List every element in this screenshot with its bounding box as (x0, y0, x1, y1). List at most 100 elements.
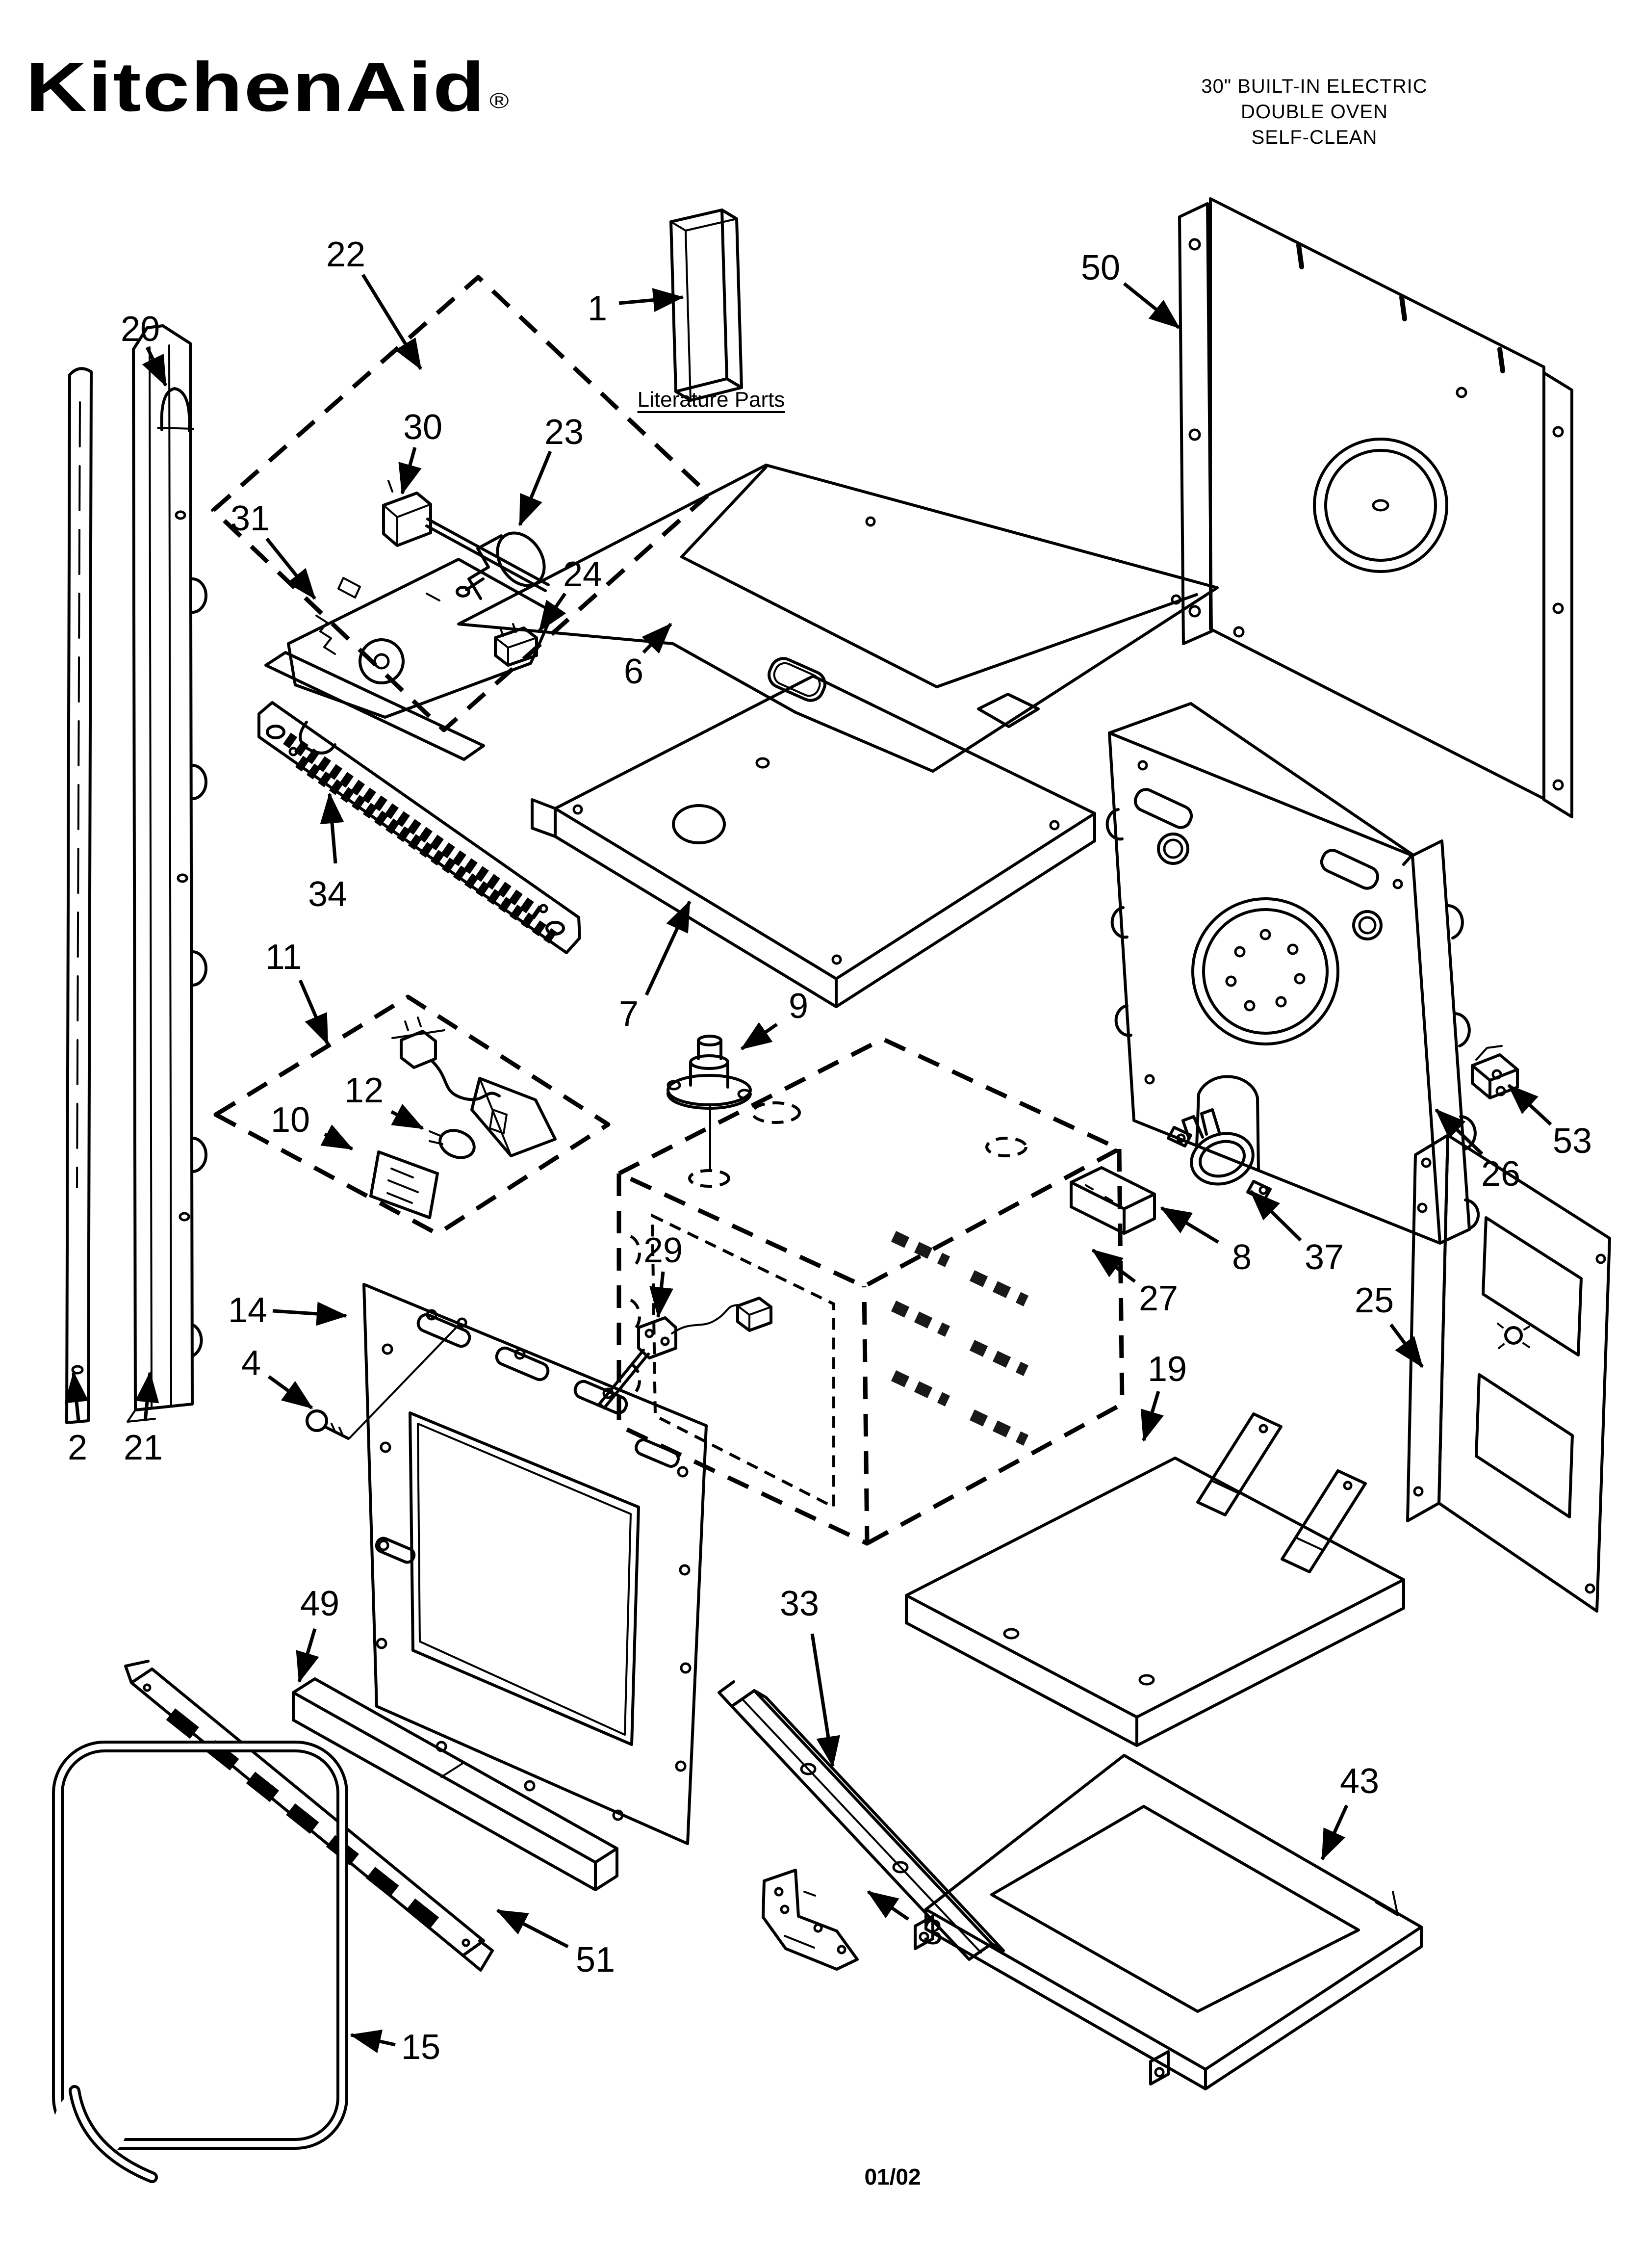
callout-37: 37 (1305, 1238, 1344, 1277)
callout-arrow-9 (740, 1022, 778, 1050)
callout-arrow-11 (298, 979, 330, 1045)
callout-14: 14 (228, 1291, 267, 1330)
model-title-line-2: DOUBLE OVEN (1241, 101, 1388, 123)
part-31-latch-base (264, 558, 555, 761)
callout-2: 2 (68, 1428, 87, 1467)
callout-arrow-25 (1389, 1323, 1424, 1368)
callout-arrow-34 (320, 792, 344, 864)
part-4-screw (306, 1317, 467, 1440)
callout-arrow-7 (644, 900, 692, 996)
callout-arrow-15 (350, 2030, 396, 2053)
callout-arrow-53 (1507, 1084, 1552, 1126)
callout-arrow-31 (265, 537, 316, 600)
callout-23: 23 (544, 413, 584, 452)
part-14-front-frame (362, 1283, 708, 1845)
callout-26: 26 (1481, 1154, 1520, 1194)
callout-arrow-20 (142, 346, 168, 387)
callout-24: 24 (563, 555, 602, 594)
callout-34: 34 (308, 875, 347, 914)
light-socket-and-wire (391, 1017, 557, 1157)
callout-31: 31 (231, 499, 270, 538)
callout-43: 43 (1340, 1762, 1379, 1801)
part-3-hinge-bracket (762, 1869, 859, 1971)
callout-29: 29 (643, 1231, 683, 1270)
callout-arrow-29 (649, 1271, 673, 1318)
registered-trademark-icon: ® (489, 89, 511, 113)
callout-arrow-37 (1249, 1190, 1302, 1242)
callout-49: 49 (300, 1584, 339, 1623)
part-25-side-access-panel (1406, 1134, 1611, 1613)
literature-parts-label: Literature Parts (637, 388, 785, 412)
callout-arrow-24 (538, 593, 566, 632)
callout-arrow-50 (1123, 282, 1180, 329)
callout-19: 19 (1148, 1350, 1187, 1389)
callout-arrow-23 (518, 450, 552, 526)
callout-8: 8 (1232, 1238, 1252, 1277)
part-7-heat-shield-panel (531, 675, 1096, 1008)
model-title-line-1: 30" BUILT-IN ELECTRIC (1201, 76, 1428, 97)
part-12-light-bulb (429, 1129, 476, 1159)
callout-11: 11 (265, 938, 302, 977)
callout-arrow-10 (320, 1124, 354, 1151)
callout-arrow-14 (272, 1302, 348, 1326)
callout-arrow-27 (1091, 1249, 1136, 1283)
callout-20: 20 (121, 310, 160, 349)
callout-9: 9 (789, 987, 808, 1026)
callout-arrow-26 (1435, 1108, 1484, 1155)
brand-name: KitchenAid (26, 48, 486, 126)
callout-12: 12 (344, 1071, 384, 1110)
callout-30: 30 (403, 408, 442, 447)
part-1-literature-book (669, 209, 743, 402)
callout-layer: 1234678910111214151920212223242526272930… (64, 235, 1592, 2067)
part-34-vent-grille (257, 701, 581, 954)
callout-arrow-12 (390, 1104, 424, 1130)
callout-arrow-33 (810, 1633, 840, 1768)
callout-27: 27 (1139, 1279, 1178, 1318)
brand-logo: KitchenAid® (26, 47, 510, 128)
part-50-rear-vent-panel (1178, 197, 1573, 818)
callout-22: 22 (326, 235, 365, 274)
callout-arrow-21 (135, 1371, 159, 1421)
part-9-fan-motor (666, 1035, 752, 1188)
part-21-side-trim-channel (127, 324, 207, 1423)
part-8-spacer-block (1070, 1166, 1156, 1235)
callout-21: 21 (124, 1428, 163, 1467)
callout-arrow-49 (296, 1628, 319, 1683)
part-49-support-bar (292, 1677, 618, 1891)
part-6-upper-heat-shield (457, 464, 1219, 773)
part-53-clip (1471, 1045, 1519, 1099)
model-title: 30" BUILT-IN ELECTRIC DOUBLE OVEN SELF-C… (1172, 74, 1457, 150)
callout-15: 15 (401, 2028, 440, 2067)
part-15-door-gasket (52, 1741, 348, 2183)
callout-33: 33 (780, 1584, 819, 1623)
part-2-side-trim-strip (65, 367, 93, 1424)
callout-4: 4 (241, 1344, 261, 1383)
part-20-trim-cap (157, 387, 194, 432)
part-43-bottom-tray (914, 1754, 1423, 2090)
callout-1: 1 (588, 289, 607, 328)
callout-arrow-51 (496, 1908, 569, 1949)
callout-arrow-1 (618, 288, 684, 312)
part-10-light-lens (369, 1150, 439, 1219)
callout-51: 51 (576, 1940, 615, 1980)
revision-date: 01/02 (864, 2164, 921, 2190)
model-title-line-3: SELF-CLEAN (1251, 127, 1378, 148)
callout-6: 6 (624, 652, 643, 691)
callout-arrow-19 (1140, 1390, 1164, 1442)
callout-7: 7 (619, 994, 639, 1034)
part-33-support-rail (718, 1680, 1005, 1961)
callout-25: 25 (1355, 1281, 1394, 1320)
callout-10: 10 (271, 1100, 310, 1140)
callout-53: 53 (1553, 1121, 1592, 1161)
part-11-light-assembly-group (213, 994, 611, 1236)
part-51-vent-trim (124, 1660, 494, 1972)
part-26-cavity-rear-panel (1105, 702, 1480, 1245)
callout-arrow-43 (1320, 1804, 1349, 1861)
part-19-deck-shelf (905, 1412, 1405, 1747)
callout-50: 50 (1081, 248, 1120, 287)
callout-3: 3 (923, 1913, 943, 1952)
callout-arrow-4 (267, 1375, 313, 1409)
callout-arrow-30 (398, 447, 422, 495)
callout-arrow-2 (64, 1371, 89, 1421)
